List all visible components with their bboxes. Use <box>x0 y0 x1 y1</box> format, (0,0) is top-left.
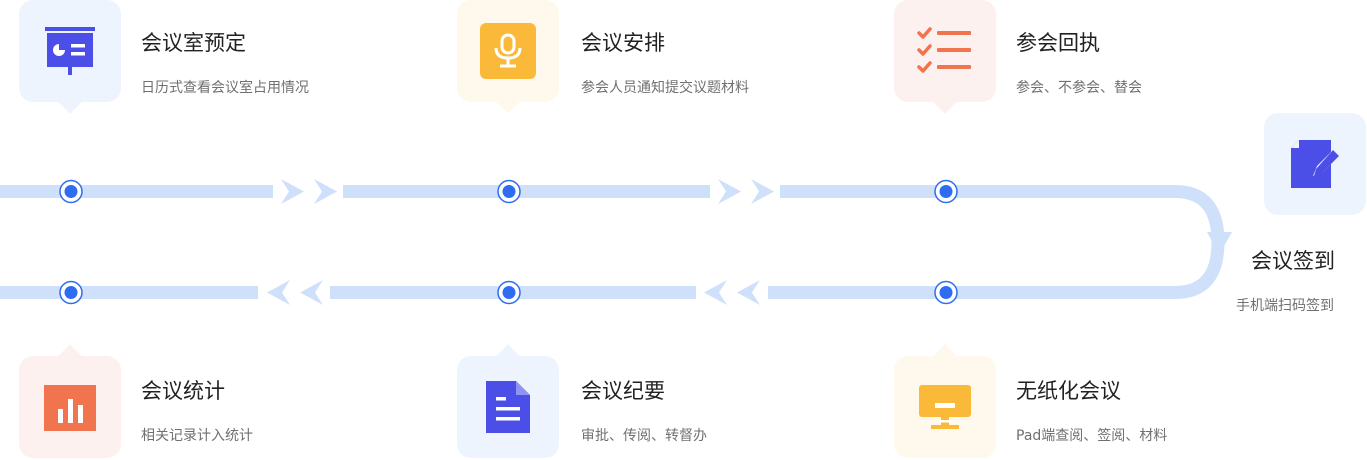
track-segment <box>768 286 1175 299</box>
arrow-right-icon <box>718 179 741 204</box>
step-description: 参会人员通知提交议题材料 <box>581 80 749 96</box>
bottom-lane <box>0 280 1175 305</box>
presentation-board-icon <box>45 27 95 75</box>
checklist-icon <box>917 27 971 73</box>
step-title: 会议室预定 <box>141 31 246 55</box>
flow-node <box>934 280 958 305</box>
step-description: 相关记录计入统计 <box>141 428 253 444</box>
step-card-paperless-meeting <box>894 356 996 458</box>
step-title: 会议安排 <box>581 31 665 55</box>
step-description: 参会、不参会、替会 <box>1016 80 1142 96</box>
arrow-right-icon <box>281 179 304 204</box>
track-segment <box>0 286 258 299</box>
step-title: 参会回执 <box>1016 31 1100 55</box>
monitor-icon <box>919 385 971 429</box>
arrow-right-icon <box>314 179 337 204</box>
step-card-meeting-minutes <box>457 356 559 458</box>
step-card-room-booking <box>19 0 121 102</box>
track-segment <box>780 185 1175 198</box>
flow-node <box>497 280 521 305</box>
step-card-meeting-checkin <box>1264 113 1366 215</box>
flow-node <box>59 280 83 305</box>
track-curve <box>1174 185 1225 299</box>
arrow-left-icon <box>704 280 727 305</box>
arrow-right-icon <box>751 179 774 204</box>
top-lane <box>0 179 1175 204</box>
document-icon <box>486 381 530 433</box>
track-segment <box>0 185 273 198</box>
arrow-left-icon <box>267 280 290 305</box>
step-card-meeting-arrangement <box>457 0 559 102</box>
step-card-meeting-statistics <box>19 356 121 458</box>
step-description: 手机端扫码签到 <box>1236 298 1334 314</box>
step-card-attendance-receipt <box>894 0 996 102</box>
step-description: Pad端查阅、签阅、材料 <box>1016 428 1168 444</box>
step-description: 日历式查看会议室占用情况 <box>141 80 309 96</box>
step-title: 会议统计 <box>141 379 225 403</box>
step-title: 会议纪要 <box>581 379 665 403</box>
flow-node <box>934 179 958 204</box>
flow-nodes <box>59 179 958 305</box>
step-title: 无纸化会议 <box>1016 379 1121 403</box>
track-segment <box>343 185 710 198</box>
flow-node <box>497 179 521 204</box>
microphone-icon <box>480 23 536 79</box>
bar-chart-icon <box>44 385 96 431</box>
edit-document-icon <box>1291 140 1339 188</box>
arrow-left-icon <box>300 280 323 305</box>
step-title: 会议签到 <box>1251 249 1335 273</box>
arrow-down-icon <box>1207 232 1232 255</box>
flow-node <box>59 179 83 204</box>
step-description: 审批、传阅、转督办 <box>581 428 707 444</box>
arrow-left-icon <box>737 280 760 305</box>
